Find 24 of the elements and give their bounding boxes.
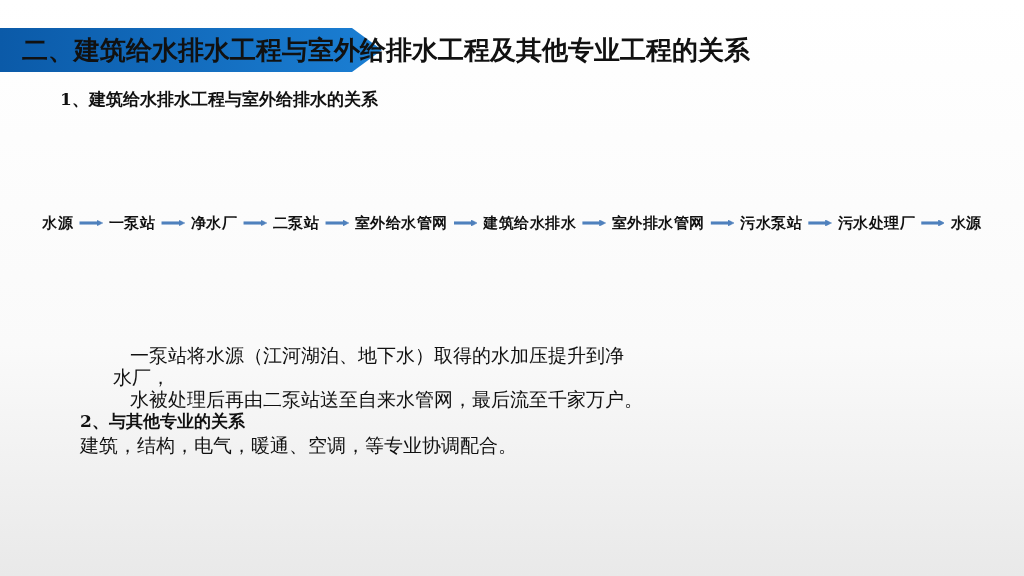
step-label: 水源 (42, 213, 74, 233)
arrow (582, 219, 606, 227)
step-label: 污水泵站 (740, 213, 803, 233)
arrow (325, 219, 350, 227)
arrow (453, 219, 478, 227)
arrow (921, 219, 945, 227)
arrow (808, 219, 832, 227)
section-heading: 2、与其他专业的关系 (80, 410, 246, 432)
step-label: 室外给水管网 (354, 213, 448, 233)
step-label: 净水厂 (190, 213, 238, 233)
step-label: 二泵站 (272, 213, 320, 233)
step-label: 一泵站 (108, 213, 156, 233)
arrow (243, 219, 268, 227)
step-label: 污水处理厂 (837, 213, 916, 233)
arrow (710, 219, 735, 227)
arrow (161, 219, 186, 227)
step-label: 建筑给水排水 (483, 213, 577, 233)
paragraph: 建筑，结构，电气，暖通、空调，等专业协调配合。 (80, 434, 518, 456)
section-heading: 1、建筑给水排水工程与室外给排水的关系 (60, 88, 379, 110)
step-label: 室外排水管网 (611, 213, 705, 233)
paragraph: 水被处理后再由二泵站送至自来水管网，最后流至千家万户。 (129, 388, 644, 410)
paragraph: 一泵站将水源（江河湖泊、地下水）取得的水加压提升到净水厂， (113, 344, 625, 388)
step-label: 水源 (950, 213, 982, 233)
arrow (79, 219, 104, 227)
